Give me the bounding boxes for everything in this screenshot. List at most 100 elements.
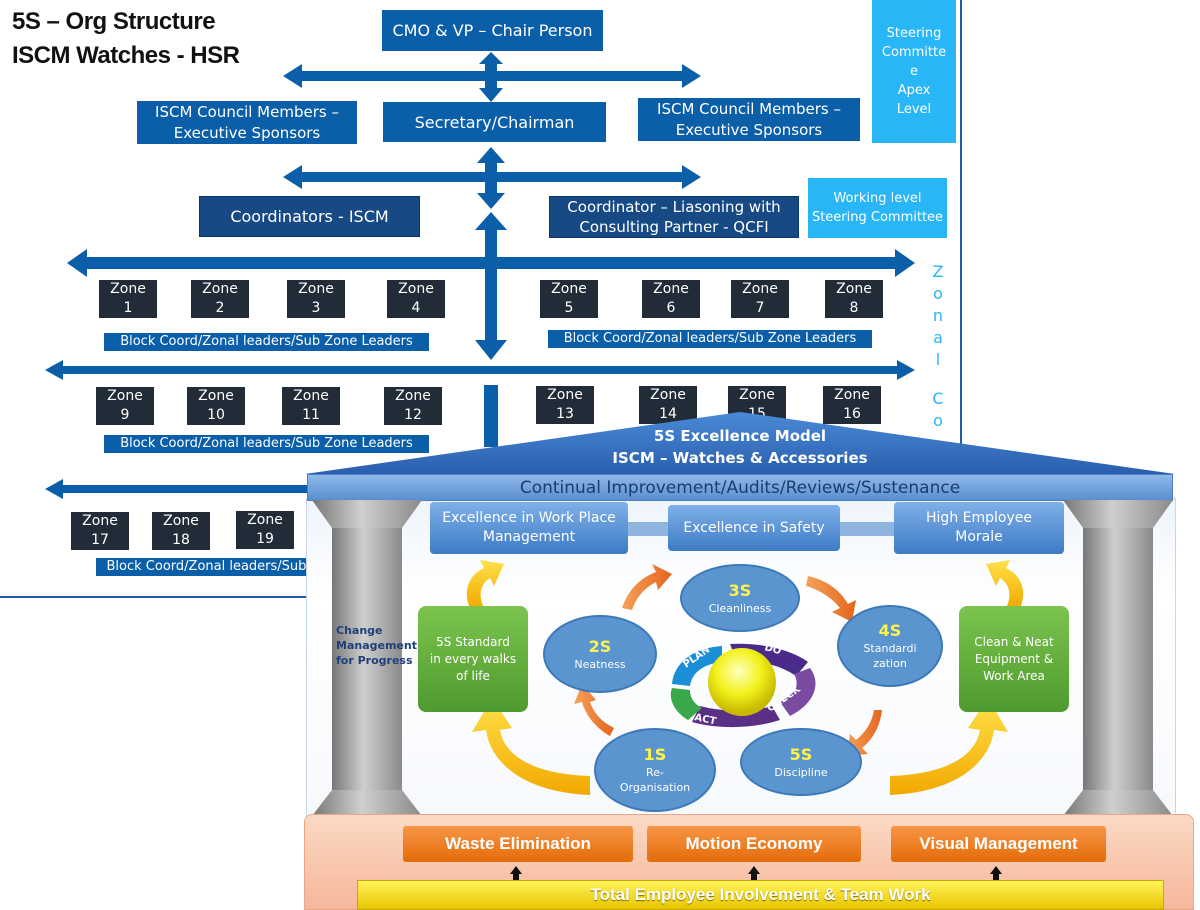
council-right-box: ISCM Council Members – Executive Sponsor… <box>638 98 860 141</box>
zone-word: Zone <box>247 512 283 528</box>
chair-person-label: CMO & VP – Chair Person <box>392 21 593 40</box>
zone-number: 3 <box>311 300 321 316</box>
council-left-line2: Executive Sponsors <box>173 123 321 142</box>
zone-number: 17 <box>91 532 109 548</box>
circle-2s-neatness: 2S Neatness <box>543 615 657 693</box>
circle-2s-code: 2S <box>588 636 612 656</box>
working-level-line1: Working level <box>833 191 922 206</box>
tab-morale-line1: High Employee <box>926 510 1032 526</box>
circle-5s-discipline: 5S Discipline <box>740 728 862 796</box>
steering-apex-line4: Apex <box>897 83 931 98</box>
org-arrows <box>45 52 915 499</box>
slide-title-line1: 5S – Org Structure <box>12 8 216 35</box>
coordinator-qcfi-line2: Consulting Partner - QCFI <box>579 218 769 236</box>
zonal-letter: a <box>933 328 943 347</box>
zone-word: Zone <box>293 388 329 404</box>
zone-number: 1 <box>123 300 133 316</box>
green-box-clean-neat: Clean & Neat Equipment & Work Area <box>959 606 1069 712</box>
model-roof <box>305 412 1175 474</box>
tab-workplace-line2: Management <box>482 529 576 545</box>
circle-5s-label: Discipline <box>774 765 828 779</box>
zone-box: Zone 10 <box>187 387 245 425</box>
tab-morale-line2: Morale <box>955 529 1003 545</box>
zone-word: Zone <box>107 388 143 404</box>
tab-connector <box>840 522 894 536</box>
zone-word: Zone <box>198 388 234 404</box>
zone-word: Zone <box>398 281 434 297</box>
base-up-arrows <box>510 866 1002 880</box>
green-box-5s-standard: 5S Standard in every walks of life <box>418 606 528 712</box>
secretary-label: Secretary/Chairman <box>414 112 575 132</box>
council-left-line1: ISCM Council Members – <box>155 102 339 121</box>
zone-box: Zone 6 <box>642 280 700 318</box>
working-level-box: Working level Steering Committee <box>808 178 947 238</box>
zone-word: Zone <box>653 281 689 297</box>
zone-number: 2 <box>215 300 225 316</box>
zone-word: Zone <box>202 281 238 297</box>
coordinator-qcfi-box: Coordinator – Liasoning with Consulting … <box>549 196 799 238</box>
zone-number: 8 <box>849 300 859 316</box>
working-level-line2: Steering Committee <box>811 210 944 225</box>
zone-word: Zone <box>547 387 583 403</box>
circle-2s-label: Neatness <box>574 657 626 671</box>
council-right-line1: ISCM Council Members – <box>657 99 841 118</box>
tab-connector <box>628 522 668 536</box>
circle-4s-label1: Standardi <box>863 642 917 655</box>
circle-3s-cleanliness: 3S Cleanliness <box>680 564 800 632</box>
change-line1: Change <box>336 624 383 637</box>
circle-1s-label2: Organisation <box>619 781 691 794</box>
change-line2: Management <box>336 639 417 652</box>
circle-3s-code: 3S <box>728 580 752 600</box>
council-right-line2: Executive Sponsors <box>675 120 823 139</box>
zone-word: Zone <box>110 281 146 297</box>
zone-box: Zone 1 <box>99 280 157 318</box>
zone-number: 6 <box>666 300 676 316</box>
green-left-line2: in every walks <box>429 651 517 666</box>
change-management-label: Change Management for Progress <box>336 623 426 668</box>
zone-word: Zone <box>163 513 199 529</box>
steering-apex-line1: Steering <box>886 26 942 41</box>
green-right-line1: Clean & Neat <box>974 634 1054 649</box>
tab-workplace-management: Excellence in Work Place Management <box>430 502 628 554</box>
steering-apex-box: Steering Committe e Apex Level <box>872 0 956 143</box>
flow-arrows <box>466 560 1024 795</box>
slide-bottom-border <box>0 596 310 598</box>
pdca-do: DO <box>763 642 782 657</box>
tab-safety-line1: Excellence in Safety <box>683 519 825 536</box>
zone-word: Zone <box>395 388 431 404</box>
circle-4s-code: 4S <box>878 621 902 640</box>
coordinator-qcfi-line1: Coordinator – Liasoning with <box>567 198 781 216</box>
zone-box: Zone 9 <box>96 387 154 425</box>
tab-employee-morale: High Employee Morale <box>894 502 1064 554</box>
zone-number: 9 <box>120 407 130 423</box>
roof-title-line2: ISCM – Watches & Accessories <box>612 449 868 467</box>
green-left-line1: 5S Standard <box>436 634 510 649</box>
tab-workplace-line1: Excellence in Work Place <box>442 510 616 526</box>
pdca-wheel: PLAN DO CHECK ACT <box>670 642 816 728</box>
circle-1s-reorganisation: 1S Re- Organisation <box>594 728 716 812</box>
leaders-bar: Block Coord/Zonal leaders/Sub Z <box>96 558 330 576</box>
zone-number: 11 <box>302 407 320 423</box>
roof-title-line1: 5S Excellence Model <box>653 427 827 445</box>
left-pillar <box>312 500 422 816</box>
circle-1s-code: 1S <box>643 745 667 764</box>
steering-apex-line5: Level <box>896 102 932 117</box>
zonal-vertical-label: Z o n a l C o <box>926 262 950 448</box>
green-right-line2: Equipment & <box>974 651 1054 666</box>
green-left-line3: of life <box>456 668 490 683</box>
right-pillar <box>1063 500 1173 816</box>
zone-number: 10 <box>207 407 225 423</box>
steering-apex-line3: e <box>910 64 918 79</box>
pdca-act: ACT <box>693 712 717 727</box>
zone-number: 7 <box>755 300 765 316</box>
zone-word: Zone <box>82 513 118 529</box>
zone-word: Zone <box>650 387 686 403</box>
